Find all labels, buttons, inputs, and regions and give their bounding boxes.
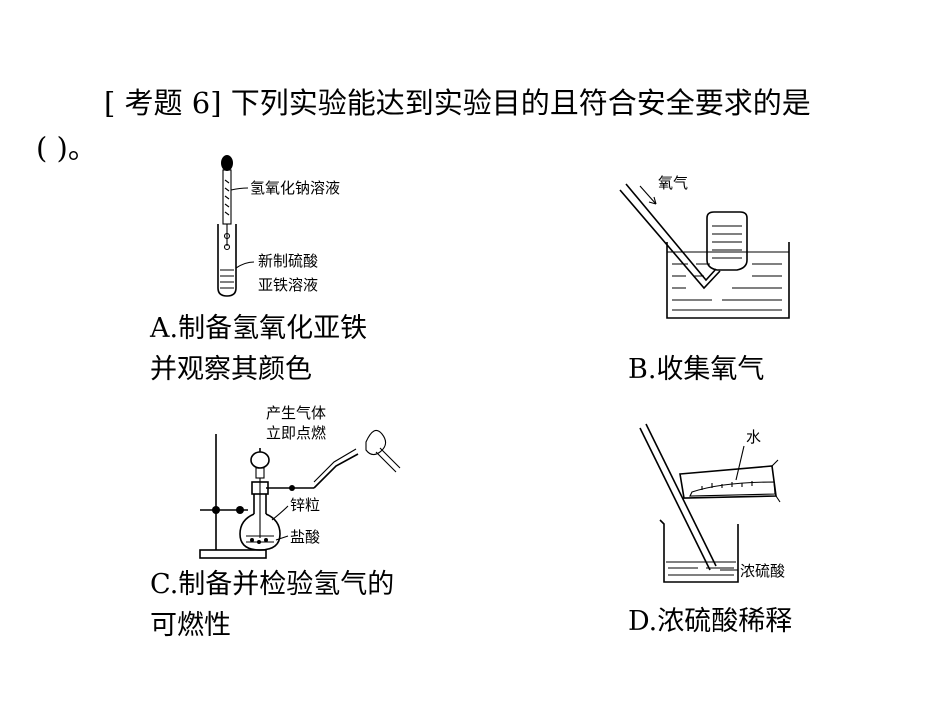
- figure-b-water-trough: 氧气: [619, 174, 790, 319]
- label-hcl: 盐酸: [290, 528, 320, 546]
- label-gas-produced: 产生气体: [266, 404, 326, 422]
- label-feso4-1: 新制硫酸: [258, 252, 318, 270]
- water-trough: [666, 242, 790, 319]
- question-line-1: [ 考题 6] 下列实验能达到实验目的且符合安全要求的是: [104, 86, 811, 120]
- caption-a-line-2: 并观察其颜色: [150, 354, 312, 385]
- delivery-tube: [619, 189, 721, 290]
- glass-rod: [639, 427, 711, 571]
- label-oxygen: 氧气: [658, 174, 688, 192]
- label-water: 水: [746, 428, 761, 446]
- caption-d: D.浓硫酸稀释: [628, 606, 793, 637]
- beaker: [659, 519, 739, 583]
- lit-match-icon: [365, 429, 387, 456]
- question-line-2: ( )。: [36, 131, 97, 165]
- caption-c-line-1: C.制备并检验氢气的: [150, 569, 395, 600]
- label-conc-h2so4: 浓硫酸: [740, 562, 785, 580]
- figure-c-hydrogen-apparatus: 产生气体 立即点燃 锌粒 盐酸: [199, 404, 401, 559]
- label-ignite: 立即点燃: [266, 424, 326, 442]
- stand-base: [199, 549, 267, 559]
- caption-b: B.收集氧气: [628, 354, 765, 385]
- gas-outlet-tube: [313, 453, 359, 489]
- dropping-funnel: [250, 451, 270, 469]
- label-feso4-2: 亚铁溶液: [258, 276, 318, 294]
- flask: [239, 513, 281, 551]
- dropper-bulb: [221, 155, 233, 171]
- test-tube: [217, 224, 237, 297]
- label-naoh: 氢氧化钠溶液: [250, 179, 340, 197]
- caption-c-line-2: 可燃性: [150, 610, 231, 641]
- gas-bottle: [706, 211, 748, 271]
- caption-a-line-1: A.制备氢氧化亚铁: [150, 313, 368, 344]
- figure-a-dropper-test-tube: 氢氧化钠溶液 新制硫酸 亚铁溶液: [217, 155, 340, 297]
- label-zinc: 锌粒: [290, 496, 320, 514]
- figure-d-dilution: 水 浓硫酸: [639, 423, 785, 583]
